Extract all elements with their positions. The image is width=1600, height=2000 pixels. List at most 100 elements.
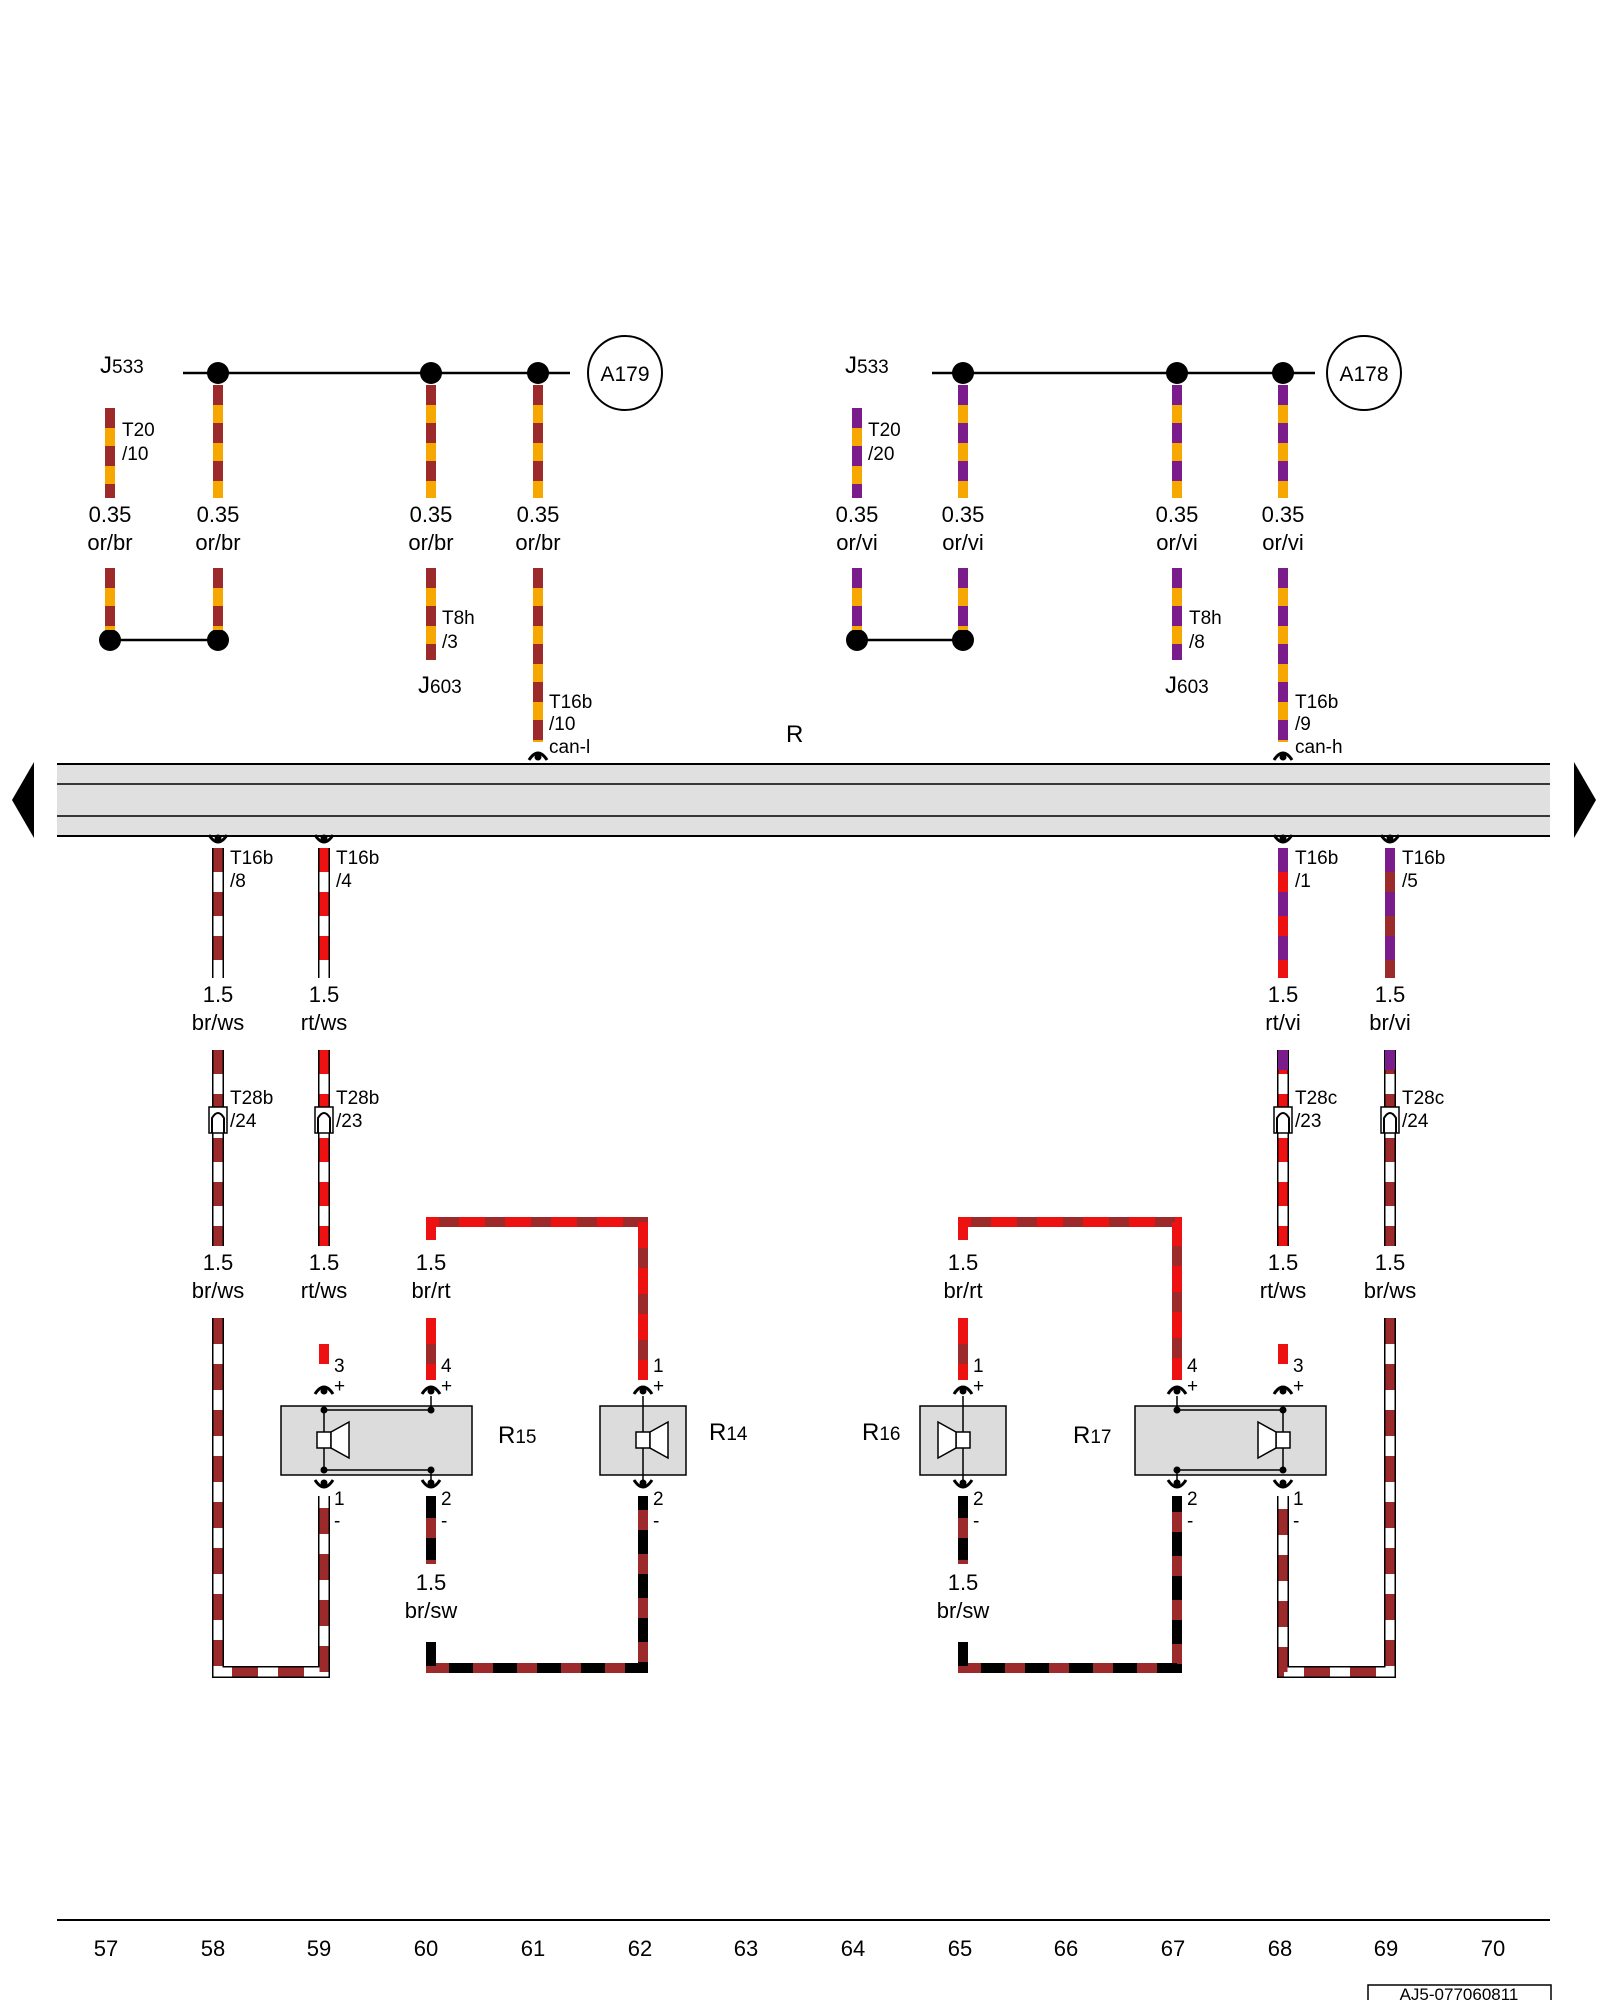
connector-label: /1	[1295, 871, 1311, 892]
speaker-icon	[635, 1420, 669, 1460]
label-r15: R15	[498, 1422, 536, 1449]
label-j603-left: J603	[418, 672, 462, 699]
wire-label-gauge: 1.5	[1268, 1250, 1299, 1275]
pin-polarity: +	[441, 1376, 452, 1397]
column-number: 64	[841, 1936, 865, 1961]
wire	[426, 1496, 648, 1673]
wire-label-color: or/br	[195, 530, 240, 555]
wire-label-color: br/rt	[411, 1278, 450, 1303]
terminal-icon	[632, 1479, 654, 1489]
label-r14: R14	[709, 1419, 748, 1446]
wire-stripe	[958, 1496, 1182, 1673]
connector-label: /5	[1402, 871, 1418, 892]
connector-label: can-h	[1295, 737, 1343, 758]
column-number: 58	[201, 1936, 225, 1961]
wire-labels: 0.35 or/br 0.35 or/br 0.35 or/br 0.35 or…	[87, 502, 1416, 1623]
label-r17: R17	[1073, 1422, 1111, 1449]
inline-connector-icon	[314, 1106, 334, 1134]
wire-label-gauge: 1.5	[948, 1570, 979, 1595]
pin-polarity: +	[1293, 1376, 1304, 1397]
column-number: 57	[94, 1936, 118, 1961]
connector-label: /20	[868, 444, 894, 465]
harness-r: R	[12, 721, 1596, 838]
wire-stripe	[213, 1318, 329, 1677]
column-number: 60	[414, 1936, 438, 1961]
bus-right: A178 J533	[845, 335, 1402, 411]
terminal-icon	[1166, 1385, 1188, 1395]
label-a178: A178	[1339, 363, 1388, 386]
wire-outline	[212, 1318, 330, 1678]
wire-label-gauge: 0.35	[517, 502, 560, 527]
column-number: 61	[521, 1936, 545, 1961]
wire-label-gauge: 0.35	[197, 502, 240, 527]
pin-number: 4	[441, 1356, 452, 1377]
terminal-icon	[527, 751, 549, 761]
terminal-dot	[1279, 1479, 1287, 1487]
wire-label-gauge: 1.5	[416, 1570, 447, 1595]
wires	[105, 385, 1396, 1678]
terminal-icon	[313, 834, 335, 844]
connector-label: T16b	[336, 848, 379, 869]
terminal-icon	[420, 1479, 442, 1489]
column-number: 65	[948, 1936, 972, 1961]
pin-polarity: -	[441, 1511, 447, 1532]
connector-label: /3	[442, 632, 458, 653]
column-number: 62	[628, 1936, 652, 1961]
terminal-icon	[313, 1385, 335, 1395]
pin-number: 2	[653, 1489, 664, 1510]
wire-label-gauge: 0.35	[410, 502, 453, 527]
wire-stripe	[958, 1217, 1182, 1380]
connector-label: T16b	[1295, 848, 1338, 869]
wire-label-color: rt/ws	[301, 1278, 347, 1303]
terminal-dot	[320, 1387, 328, 1395]
wire-stripe	[426, 1217, 648, 1380]
column-number: 68	[1268, 1936, 1292, 1961]
pin-polarity: -	[1187, 1511, 1193, 1532]
wire-label-gauge: 0.35	[89, 502, 132, 527]
connector-label: T28c	[1402, 1088, 1444, 1109]
wire-label-gauge: 0.35	[1262, 502, 1305, 527]
column-number: 66	[1054, 1936, 1078, 1961]
connector-label: /8	[1189, 632, 1205, 653]
column-number: 69	[1374, 1936, 1398, 1961]
wire-label-color: br/sw	[405, 1598, 458, 1623]
connector-a179	[587, 335, 663, 411]
column-number: 70	[1481, 1936, 1505, 1961]
connector-a178	[1326, 335, 1402, 411]
pin-polarity: -	[1293, 1511, 1299, 1532]
document-id-box: AJ5-077060811	[1367, 1984, 1552, 2000]
label-a179: A179	[600, 363, 649, 386]
terminal-icon	[1379, 834, 1401, 844]
wire-label-color: rt/vi	[1265, 1010, 1300, 1035]
wire-label-gauge: 1.5	[1268, 982, 1299, 1007]
inline-connector-icon	[208, 1106, 228, 1134]
connector-label: /9	[1295, 714, 1311, 735]
column-number: 67	[1161, 1936, 1185, 1961]
connector-label: T28b	[230, 1088, 273, 1109]
wire-label-gauge: 0.35	[942, 502, 985, 527]
terminal-icon	[952, 1479, 974, 1489]
column-number: 63	[734, 1936, 758, 1961]
wire-label-gauge: 1.5	[1375, 1250, 1406, 1275]
terminal-icon	[1272, 1385, 1294, 1395]
connector-labels: T20 /10 T20 /20 T8h /3 T8h /8 T16b /10 c…	[122, 420, 1445, 1132]
connector-label: /23	[1295, 1111, 1321, 1132]
wire-label-color: or/br	[87, 530, 132, 555]
wire-label-color: or/vi	[942, 530, 984, 555]
pin-number: 1	[973, 1356, 984, 1377]
wire-label-gauge: 1.5	[1375, 982, 1406, 1007]
connector-label: /10	[122, 444, 148, 465]
wire-stripe	[426, 1496, 648, 1673]
column-number: 59	[307, 1936, 331, 1961]
inline-connector-icon	[1273, 1106, 1293, 1134]
terminal-dot	[959, 1479, 967, 1487]
column-axis: 57 58 59 60 61 62 63 64 65 66 67 68 69 70	[57, 1919, 1550, 1961]
terminal-dot	[1173, 1479, 1181, 1487]
terminal-icon	[1166, 1479, 1188, 1489]
connector-label: T16b	[1295, 692, 1338, 713]
pin-labels: 3 + 4 + 1 - 2 - 1 + 2 - 1 + 2 - 4 + 3 + …	[334, 1356, 1304, 1532]
terminals	[207, 751, 1401, 1489]
arrow-right-icon	[1574, 762, 1596, 838]
wire-label-gauge: 1.5	[948, 1250, 979, 1275]
